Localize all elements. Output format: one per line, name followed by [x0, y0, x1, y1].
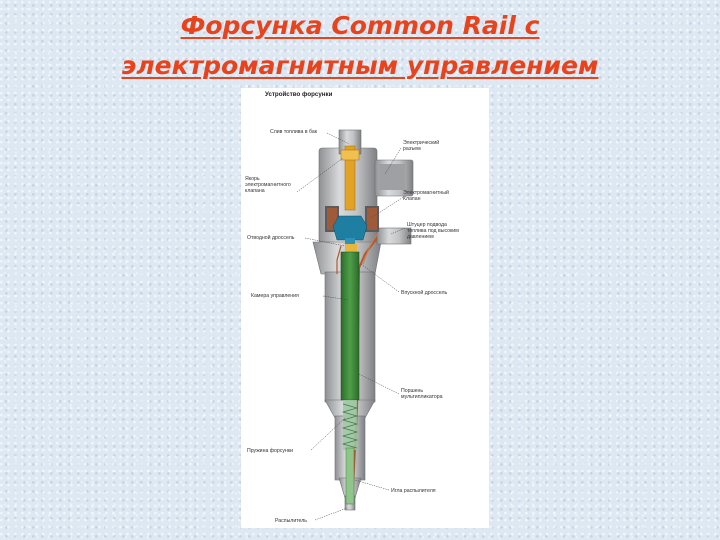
control-chamber: [345, 244, 357, 252]
injector-diagram: Устройство форсунки: [245, 91, 459, 524]
title-line-2: электромагнитным управлением: [121, 51, 599, 80]
needle: [345, 447, 355, 505]
label-fitting-3: давлением: [407, 234, 434, 240]
label-coil-1: Электромагнитный: [403, 189, 449, 196]
label-armature-1: Якорь: [245, 176, 260, 182]
label-coil-2: Клапан: [403, 196, 421, 202]
diagram-title: Устройство форсунки: [265, 91, 333, 98]
label-nozzle: Распылитель: [275, 518, 307, 524]
label-drain: Слив топлива в бак: [270, 129, 318, 135]
label-inlet-throttle: Впускной дроссель: [401, 289, 447, 296]
label-spring: Пружина форсунки: [247, 448, 293, 454]
spring: [341, 400, 359, 450]
label-needle: Игла распылителя: [391, 488, 436, 494]
injector-body: [312, 129, 414, 511]
label-fitting-1: Штуцер подвода: [407, 222, 447, 228]
label-control-chamber: Камера управления: [251, 293, 299, 299]
diagram-panel: Устройство форсунки: [241, 88, 489, 528]
label-connector-1: Электрический: [403, 139, 439, 146]
valve-assembly: [332, 215, 368, 246]
slide-title: Форсунка Common Rail с электромагнитным …: [0, 6, 720, 86]
high-pressure-fitting: [376, 227, 412, 245]
piston: [340, 251, 360, 401]
label-connector-2: разъем: [403, 146, 421, 152]
title-line-1: Форсунка Common Rail с: [180, 11, 540, 40]
label-fitting-2: топлива под высоким: [407, 228, 459, 234]
label-armature-2: электромагнитного: [245, 182, 291, 188]
label-piston-2: мультипликатора: [401, 394, 443, 400]
label-outlet-throttle: Отводной дроссель: [247, 234, 295, 241]
armature: [340, 145, 360, 211]
label-armature-3: клапана: [245, 188, 265, 194]
label-piston-1: Поршень: [401, 388, 423, 394]
